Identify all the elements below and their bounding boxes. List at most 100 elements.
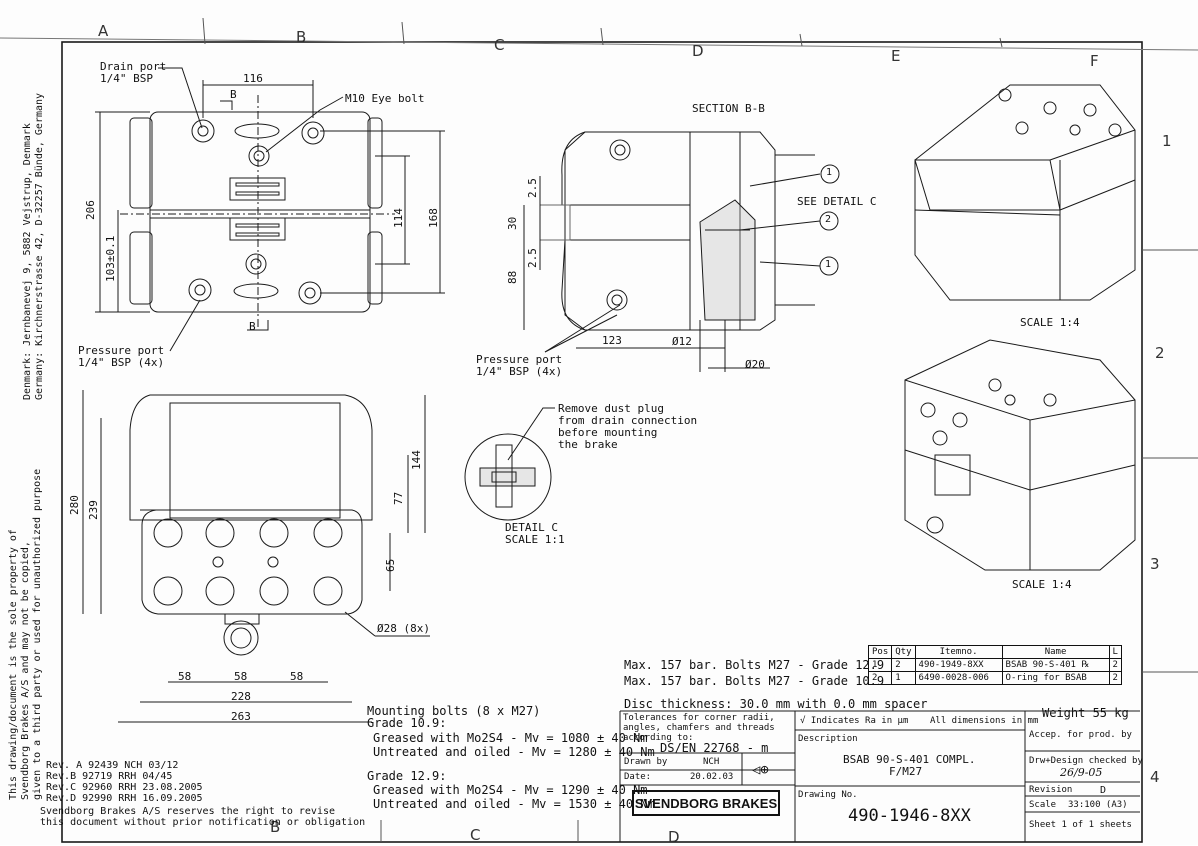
zone-c: C (494, 36, 505, 54)
parts-header-corner: L (1108, 645, 1122, 659)
section-mark-bottom: B (249, 320, 256, 333)
pressure-port-size: 1/4" BSP (4x) (78, 356, 165, 369)
dim-123: 123 (602, 334, 622, 347)
dimensions-note: All dimensions in mm (930, 716, 1039, 726)
dim-d12: Ø12 (672, 335, 692, 348)
tolerances-3: according to: (623, 733, 694, 743)
isometric-view-1 (914, 84, 1136, 301)
dim-88: 88 (506, 270, 519, 284)
detail-note-4: the brake (558, 438, 618, 451)
title-block-lines (619, 710, 1140, 842)
zone-b: B (296, 28, 307, 46)
description-line-2: F/M27 (889, 765, 923, 778)
dim-239: 239 (87, 500, 100, 520)
scale-label: Scale (1029, 800, 1057, 810)
drawn-by-value: NCH (703, 757, 720, 767)
detail-note-3: before mounting (558, 426, 658, 439)
zone-1: 1 (1162, 132, 1172, 150)
parts-table: Pos Qty Itemno. Name L 1 2 490-1949-8XX … (867, 645, 1122, 685)
parts-cell: 2 (867, 671, 893, 685)
eye-bolt-label: M10 Eye bolt (345, 92, 425, 105)
dim-144: 144 (410, 450, 423, 470)
drawing-number-label: Drawing No. (798, 790, 858, 800)
sheet-label: Sheet 1 of 1 sheets (1029, 820, 1132, 830)
isometric-view-2 (904, 339, 1136, 571)
top-view (95, 67, 445, 352)
drawing-frame (61, 41, 1143, 843)
projection-symbol-icon: ◁⊕ (752, 762, 769, 778)
parts-header-itemno: Itemno. (914, 645, 1003, 659)
side-property-1: This drawing/document is the sole proper… (8, 529, 19, 800)
zone-d: D (692, 42, 704, 60)
signature: 26/9-05 (1060, 766, 1103, 779)
date-label: Date: (624, 772, 652, 782)
front-view (82, 390, 430, 723)
detail-note-2: from drain connection (558, 414, 698, 427)
detail-title: DETAIL C (505, 521, 558, 534)
parts-header-qty: Qty (891, 645, 916, 659)
zone-dividers (202, 17, 1198, 842)
dim-228: 228 (231, 690, 251, 703)
max-note-2: Max. 157 bar. Bolts M27 - Grade 10.9 (624, 674, 885, 688)
dim-168: 168 (427, 208, 440, 228)
revision-d: Rev.D 92990 RRH 16.09.2005 (46, 793, 203, 804)
accepted-for-production: Accep. for prod. by (1029, 730, 1132, 740)
section-mark-top: B (230, 88, 237, 101)
dim-58-b: 58 (234, 670, 248, 683)
zone-bottom-b: B (270, 818, 281, 836)
zone-a: A (98, 22, 109, 40)
dim-2-5-bottom: 2.5 (526, 248, 539, 268)
section-view (523, 131, 840, 372)
drain-port-size: 1/4" BSP (100, 72, 153, 85)
parts-cell: 6490-0028-006 (914, 671, 1003, 685)
checked-by-label: Drw+Design checked by (1029, 756, 1143, 766)
reserve-note-2: this document without prior notification… (40, 817, 366, 828)
balloon-1-bottom: 1 (825, 259, 832, 270)
zone-band-line (0, 37, 1198, 51)
disc-note: Disc thickness: 30.0 mm with 0.0 mm spac… (624, 697, 928, 711)
dim-58-c: 58 (290, 670, 304, 683)
svendborg-logo: SVENDBORG BRAKES (632, 790, 780, 816)
tolerances-2: angles, chamfers and threads (623, 723, 775, 733)
drain-port-label: Drain port (100, 60, 167, 73)
balloon-1-top: 1 (826, 167, 833, 178)
balloon-2: 2 (825, 214, 832, 225)
detail-note-1: Remove dust plug (558, 402, 664, 415)
side-property-3: given to a third party or used for unaut… (32, 468, 43, 800)
dim-58-a: 58 (178, 670, 192, 683)
detail-c-view (464, 407, 555, 521)
dim-206: 206 (84, 200, 97, 220)
pressure-port-label: Pressure port (78, 344, 165, 357)
reserve-note-1: Svendborg Brakes A/S reserves the right … (40, 806, 336, 817)
see-detail-label: SEE DETAIL C (797, 195, 877, 208)
description-line-1: BSAB 90-S-401 COMPL. (843, 753, 976, 766)
revision-b: Rev.B 92719 RRH 04/45 (46, 771, 173, 782)
grade-10-9-title: Grade 10.9: (367, 716, 447, 730)
tolerances-1: Tolerances for corner radii, (623, 713, 775, 723)
parts-cell: 2 (1108, 658, 1122, 672)
dim-280: 280 (68, 495, 81, 515)
zone-bottom-c: C (470, 826, 481, 844)
parts-cell: 490-1949-8XX (914, 658, 1003, 672)
mounting-bolts-note: Mounting bolts (8 x M27) (367, 704, 541, 718)
parts-header-pos: Pos (867, 645, 893, 659)
table-row: 2 1 6490-0028-006 O-ring for BSAB 2 (867, 671, 1122, 685)
scale-value: 33:100 (A3) (1068, 800, 1128, 810)
grade-12-9-line-1: Greased with Mo2S4 - Mv = 1290 ± 40 Nm (373, 783, 648, 797)
dim-114: 114 (392, 208, 405, 228)
iso-scale-1: SCALE 1:4 (1020, 316, 1080, 329)
parts-cell: 1 (891, 671, 916, 685)
side-property-2: Svendborg Brakes A/S and may not be copi… (20, 541, 31, 800)
zone-4: 4 (1150, 768, 1160, 786)
dim-263: 263 (231, 710, 251, 723)
section-title: SECTION B-B (692, 102, 765, 115)
parts-cell: O-ring for BSAB (1001, 671, 1110, 685)
parts-cell: 1 (867, 658, 893, 672)
parts-cell: BSAB 90-S-401 ℞ (1001, 658, 1110, 672)
grade-12-9-title: Grade 12.9: (367, 769, 447, 783)
description-label: Description (798, 734, 858, 744)
parts-cell: 2 (891, 658, 916, 672)
revision-value: D (1100, 785, 1107, 796)
zone-3: 3 (1150, 555, 1160, 573)
